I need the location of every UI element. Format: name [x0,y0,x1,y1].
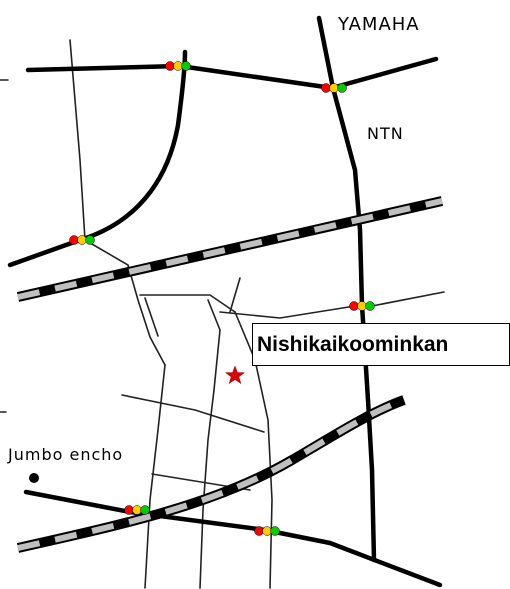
railway-lower [16,395,406,553]
traffic-light-icon [69,235,95,245]
thin-road-left-small [144,297,159,337]
thin-road-left-lower [144,364,166,589]
label-jumbo-encho: Jumbo encho [8,445,124,464]
red-star-icon [224,365,246,385]
thin-road-left-vertical [69,39,166,366]
main-road-south [23,489,443,588]
thin-road-center-vertical [199,299,221,589]
main-road-west-curve [7,49,188,268]
traffic-light-icon [349,301,375,311]
traffic-light-icon [165,61,191,71]
railway-upper [16,196,444,302]
thin-road-top-block [139,294,236,313]
thin-roads [0,39,445,589]
traffic-signals [69,61,375,536]
traffic-light-icon [254,526,280,536]
destination-label: Nishikaikoominkan [252,323,510,366]
traffic-light-icon [124,505,150,515]
thin-road-north-spur [229,277,241,313]
label-ntn: NTN [367,124,404,143]
main-road-top [25,56,439,91]
label-yamaha: YAMAHA [338,14,420,35]
thin-road-diagonal-middle [121,394,265,433]
black-dot-icon [29,473,39,483]
main-road-north-south [316,15,377,563]
thin-road-east-spur [371,291,445,307]
thin-road-to-signal [219,305,356,319]
traffic-light-icon [321,83,347,93]
